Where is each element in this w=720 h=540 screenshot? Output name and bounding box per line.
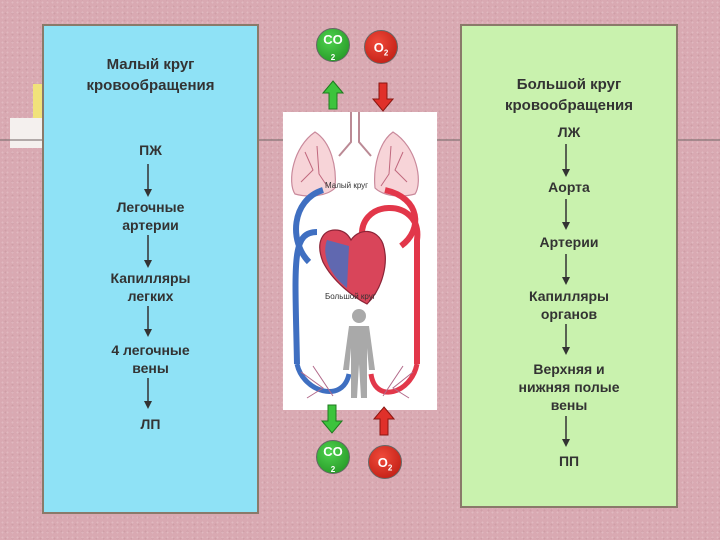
step-text: Капилляры (528, 288, 610, 304)
flow-arrow-icon (561, 324, 571, 356)
systemic-title-line-1: Большой круг (516, 76, 622, 93)
figure-head-shape (352, 309, 366, 323)
step-text: нижняя полые (518, 379, 620, 395)
pulmonary-step-left-atrium: ЛП (44, 415, 257, 433)
o2-subscript: 2 (387, 463, 393, 473)
flow-arrow-icon (561, 254, 571, 286)
big-circle-label: Большой круг (325, 292, 376, 301)
co2-release-arrow-icon (321, 80, 345, 115)
circulation-illustration: Малый круг Большой круг (283, 112, 437, 410)
lower-venous-loop-shape (294, 363, 352, 394)
capillary-net-shape (300, 365, 414, 399)
systemic-step-left-ventricle: ЛЖ (462, 123, 676, 141)
systemic-step-aorta: Аорта (462, 178, 676, 196)
pulmonary-artery-shape (293, 187, 325, 265)
step-text: Легочные (116, 199, 185, 215)
pulmonary-title-line-1: Малый круг (106, 56, 195, 73)
co2-label: CO (323, 32, 343, 47)
o2-intake-arrow-icon (371, 82, 395, 117)
pulmonary-step-lung-capillaries: Капилляры легких (44, 269, 257, 305)
step-text: ПЖ (139, 142, 162, 158)
flow-arrow-icon (143, 164, 153, 198)
aorta-shape (359, 205, 421, 364)
co2-subscript: 2 (330, 53, 336, 62)
o2-release-arrow-icon (372, 406, 396, 441)
systemic-circulation-panel: Большой круг кровообращения ЛЖ Аорта Арт… (460, 24, 678, 508)
flow-arrow-icon (143, 378, 153, 410)
o2-bottom-badge: O2 (368, 445, 402, 479)
lung-vessels-shape (300, 145, 408, 187)
co2-label: CO (323, 444, 343, 459)
o2-label: O (377, 455, 388, 470)
pulmonary-title-line-2: кровообращения (86, 77, 215, 94)
co2-subscript: 2 (330, 465, 336, 474)
co2-bottom-badge: CO 2 (316, 440, 350, 474)
circulation-drawing (291, 112, 421, 399)
step-text: ПП (558, 453, 580, 469)
step-text: артерии (122, 217, 179, 233)
co2-top-badge: CO 2 (316, 28, 350, 62)
flow-arrow-icon (143, 306, 153, 338)
small-circle-label: Малый круг (325, 181, 369, 190)
pulmonary-step-pulmonary-arteries: Легочные артерии (44, 198, 257, 234)
step-text: Аорта (548, 179, 590, 195)
systemic-step-vena-cava: Верхняя и нижняя полые вены (462, 360, 676, 414)
right-lung-shape (374, 131, 419, 197)
pulmonary-title: Малый круг кровообращения (44, 54, 257, 96)
step-text: вены (550, 397, 588, 413)
pulmonary-step-right-ventricle: ПЖ (44, 141, 257, 159)
trachea-shape (338, 112, 372, 157)
systemic-title: Большой круг кровообращения (462, 74, 676, 116)
o2-label: O (373, 40, 384, 55)
systemic-title-line-2: кровообращения (505, 97, 633, 114)
systemic-step-right-atrium: ПП (462, 452, 676, 470)
step-text: Верхняя и (533, 361, 605, 377)
pulmonary-circulation-panel: Малый круг кровообращения ПЖ Легочные ар… (42, 24, 259, 514)
flow-arrow-icon (561, 199, 571, 231)
step-text: Артерии (539, 234, 599, 250)
step-text: Капилляры (110, 270, 191, 286)
pulmonary-vein-shape (384, 187, 419, 249)
pulmonary-step-pulmonary-veins: 4 легочные вены (44, 341, 257, 377)
heart-right-side-shape (325, 240, 349, 288)
co2-uptake-arrow-icon (320, 404, 344, 439)
flow-arrow-icon (561, 416, 571, 448)
step-text: ЛЖ (557, 124, 581, 140)
o2-subscript: 2 (383, 48, 389, 58)
step-text: органов (540, 306, 598, 322)
o2-top-badge: O2 (364, 30, 398, 64)
vena-cava-shape (292, 229, 318, 365)
systemic-step-organ-capillaries: Капилляры органов (462, 287, 676, 323)
flow-arrow-icon (143, 235, 153, 269)
step-text: легких (127, 288, 174, 304)
step-text: ЛП (140, 416, 161, 432)
step-text: вены (132, 360, 169, 376)
lower-arterial-loop-shape (368, 363, 420, 395)
flow-arrow-icon (561, 144, 571, 178)
systemic-step-arteries: Артерии (462, 233, 676, 251)
figure-body-shape (343, 326, 375, 398)
decorative-white-block (10, 118, 45, 148)
step-text: 4 легочные (111, 342, 190, 358)
